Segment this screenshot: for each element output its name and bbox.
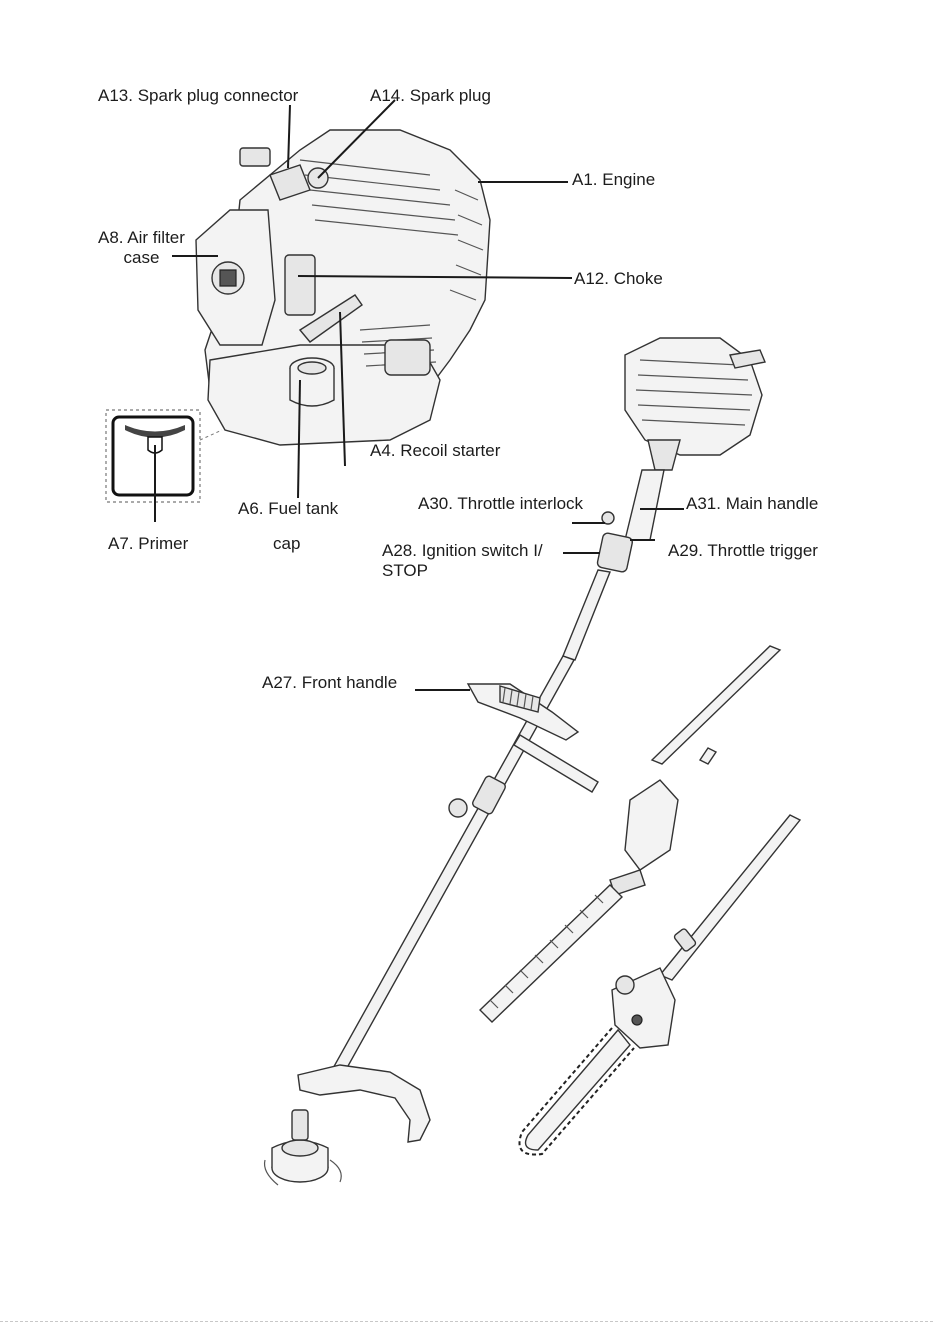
label-spark-plug: A14. Spark plug	[370, 86, 491, 106]
label-air-filter-case: A8. Air filter case	[98, 228, 185, 269]
label-main-handle: A31. Main handle	[686, 494, 818, 514]
page-bottom-rule	[0, 1321, 933, 1322]
label-primer: A7. Primer	[108, 534, 188, 554]
label-throttle-trigger: A29. Throttle trigger	[668, 541, 818, 561]
label-choke: A12. Choke	[574, 269, 663, 289]
label-engine: A1. Engine	[572, 170, 655, 190]
trimmer-assembly	[265, 338, 765, 1185]
label-fuel-tank-cap-line2: cap	[273, 534, 300, 554]
label-recoil-starter: A4. Recoil starter	[370, 441, 500, 461]
pole-saw-attachment	[520, 815, 801, 1155]
label-throttle-interlock: A30. Throttle interlock	[418, 494, 583, 514]
label-ignition-switch: A28. Ignition switch I/ STOP	[382, 541, 543, 582]
label-fuel-tank-cap-line1: A6. Fuel tank	[238, 499, 338, 519]
label-front-handle: A27. Front handle	[262, 673, 397, 693]
label-spark-plug-connector: A13. Spark plug connector	[98, 86, 298, 106]
primer-inset	[106, 410, 222, 502]
